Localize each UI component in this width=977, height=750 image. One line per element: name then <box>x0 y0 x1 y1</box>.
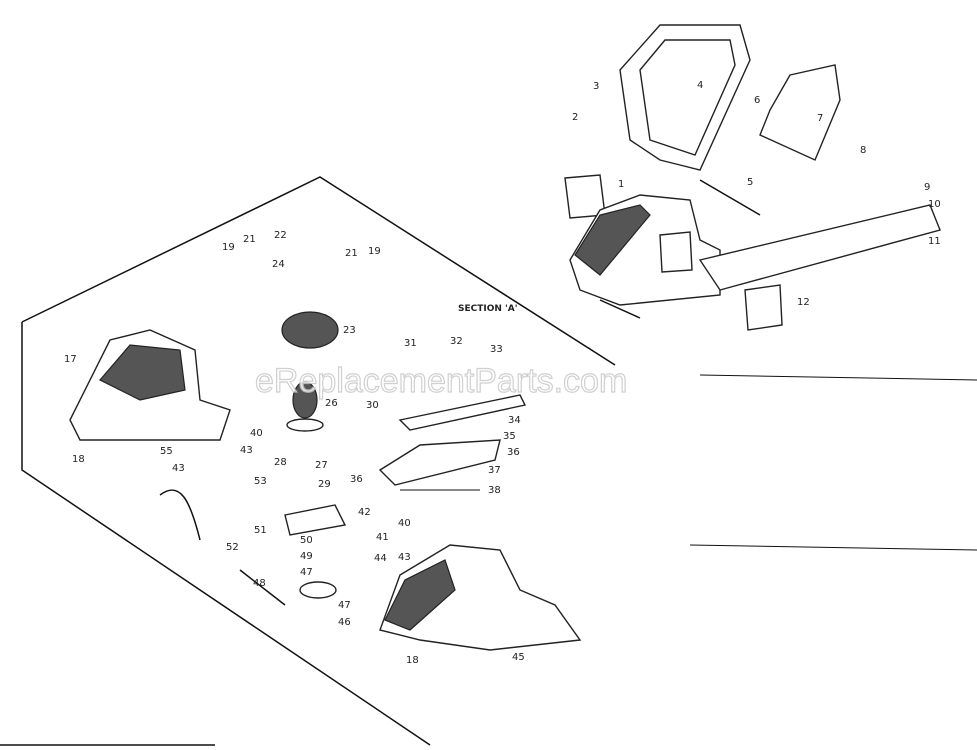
callout: 11 <box>928 236 941 247</box>
front-handle-inner <box>639 39 736 156</box>
callout: 43 <box>172 463 185 474</box>
callout: 41 <box>376 532 389 543</box>
callout: 7 <box>817 113 823 124</box>
blade <box>698 204 941 291</box>
housing-right <box>379 544 582 651</box>
callout: 26 <box>325 398 338 409</box>
callout: 40 <box>250 428 263 439</box>
hedge-trimmer-assembly <box>564 24 941 331</box>
callout: 23 <box>343 325 356 336</box>
callout: 43 <box>240 445 253 456</box>
callout: 21 <box>243 234 256 245</box>
callout: 10 <box>928 199 941 210</box>
callout: 49 <box>300 551 313 562</box>
callout: 31 <box>404 338 417 349</box>
callout: 4 <box>697 80 703 91</box>
callout: 55 <box>160 446 173 457</box>
callout: 24 <box>272 259 285 270</box>
housing-left <box>69 329 231 441</box>
callout: 42 <box>358 507 371 518</box>
callout: 45 <box>512 652 525 663</box>
callout: 36 <box>350 474 363 485</box>
callout: 32 <box>450 336 463 347</box>
callout: 38 <box>488 485 501 496</box>
callout: 3 <box>593 81 599 92</box>
blade-set <box>378 394 527 491</box>
callout: 18 <box>406 655 419 666</box>
callout: 51 <box>254 525 267 536</box>
callout: 46 <box>338 617 351 628</box>
callout: 12 <box>797 297 810 308</box>
callout: 36 <box>507 447 520 458</box>
callout: 44 <box>374 553 387 564</box>
callout: 17 <box>64 354 77 365</box>
callout: 5 <box>747 177 753 188</box>
callout: 43 <box>398 552 411 563</box>
callout: 48 <box>253 578 266 589</box>
callout: 19 <box>368 246 381 257</box>
callout-labels: 1 2 3 4 5 6 7 8 9 10 11 12 19 21 22 24 2… <box>64 80 941 666</box>
motor-parts <box>159 311 347 606</box>
callout: 9 <box>924 182 930 193</box>
callout: 47 <box>338 600 351 611</box>
section-label: SECTION 'A' <box>458 304 518 314</box>
callout: 33 <box>490 344 503 355</box>
watermark: eReplacementParts.com <box>255 362 627 400</box>
callout: 52 <box>226 542 239 553</box>
label-plate-12 <box>744 284 783 331</box>
callout: 53 <box>254 476 267 487</box>
callout: 29 <box>318 479 331 490</box>
callout: 35 <box>503 431 516 442</box>
callout: 6 <box>754 95 760 106</box>
callout: 47 <box>300 567 313 578</box>
rod <box>699 179 761 216</box>
callout: 40 <box>398 518 411 529</box>
guard <box>759 64 841 161</box>
callout: 2 <box>572 112 578 123</box>
callout: 21 <box>345 248 358 259</box>
callout: 27 <box>315 460 328 471</box>
callout: 18 <box>72 454 85 465</box>
callout: 30 <box>366 400 379 411</box>
callout: 1 <box>618 179 624 190</box>
callout: 37 <box>488 465 501 476</box>
callout: 8 <box>860 145 866 156</box>
section-boundary <box>0 176 977 746</box>
callout: 22 <box>274 230 287 241</box>
callout: 34 <box>508 415 521 426</box>
callout: 50 <box>300 535 313 546</box>
callout: 28 <box>274 457 287 468</box>
callout: 19 <box>222 242 235 253</box>
